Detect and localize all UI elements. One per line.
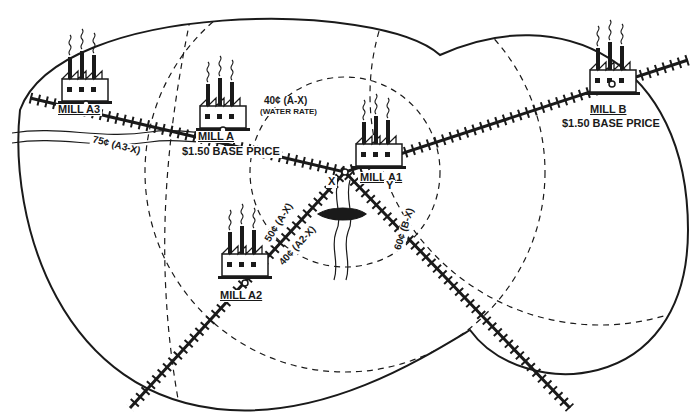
region-outline [18,19,688,411]
mill-name: MILL A3 [56,104,102,116]
point-letter: Y [384,180,395,192]
zone-arcs [145,0,694,410]
mill-name: MILL A1 [358,172,404,184]
base-price: $1.50 BASE PRICE [180,146,282,158]
station-dots [83,81,615,286]
mill-name: MILL A2 [218,290,264,302]
mill-buildings [58,20,640,279]
freight-rate: 40¢ (A-X) [262,96,309,107]
rate-note: (WATER RATE) [258,108,319,116]
freight-rate: 75¢ (A3-X) [89,134,143,157]
freight-rate: 50¢ (A-X) [262,200,296,246]
railroad [30,60,688,408]
mill-name: MILL A [196,131,236,143]
mill-name: MILL B [588,104,628,116]
base-price: $1.50 BASE PRICE [560,118,662,130]
point-letter: X [326,176,337,188]
